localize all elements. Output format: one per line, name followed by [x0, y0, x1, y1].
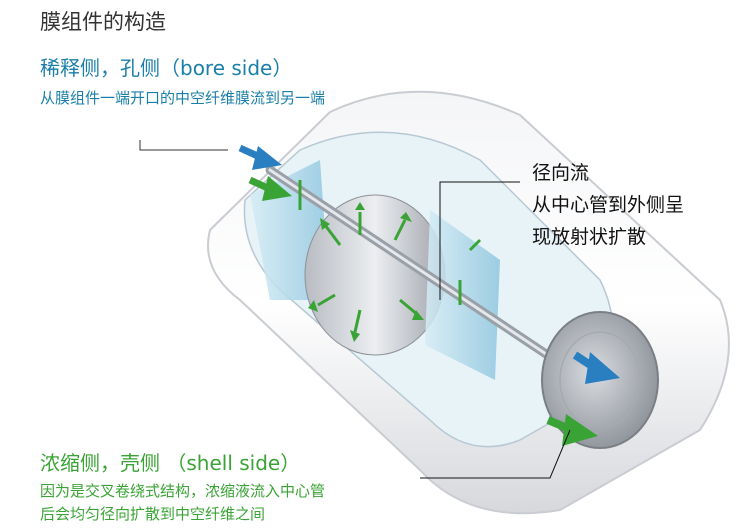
shell-side-heading: 浓缩侧，壳侧 （shell side） [40, 451, 301, 475]
radial-flow-arrows [298, 180, 482, 333]
shell-side-desc-line2: 后会均匀径向扩散到中空纤维之间 [40, 505, 266, 523]
leader-line-bore [139, 140, 228, 151]
page-title: 膜组件的构造 [40, 10, 166, 34]
radial-flow-arrowheads [308, 202, 424, 342]
radial-flow-desc-line1: 从中心管到外侧呈 [532, 194, 685, 216]
blue-flow-arrow [572, 351, 620, 384]
green-flow-arrow [248, 176, 292, 201]
bore-side-heading: 稀释侧，孔侧（bore side） [40, 56, 293, 80]
green-flow-arrow [546, 414, 598, 446]
radial-flow-desc-line2: 现放射状扩散 [532, 226, 647, 248]
leader-line-radial [439, 181, 520, 300]
blue-flow-arrow [238, 144, 282, 170]
leader-line-shell [420, 429, 571, 479]
radial-flow-label: 径向流 [532, 162, 590, 184]
bore-side-description: 从膜组件一端开口的中空纤维膜流到另一端 [40, 89, 326, 107]
shell-side-desc-line1: 因为是交叉卷绕式结构，浓缩液流入中心管 [40, 482, 326, 500]
